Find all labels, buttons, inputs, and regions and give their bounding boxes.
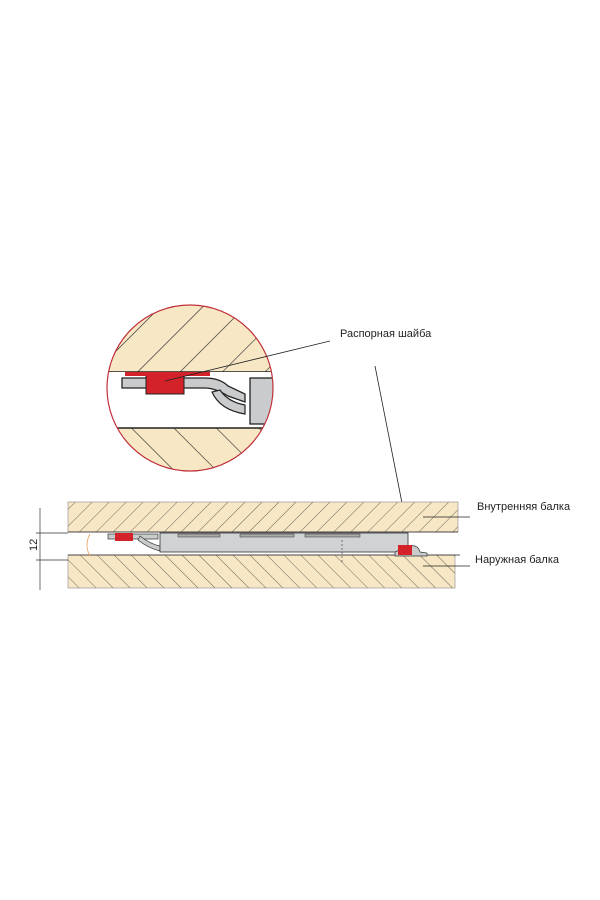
detail-hinge-body	[249, 377, 273, 425]
svg-text:12: 12	[28, 539, 40, 551]
outer-beam	[67, 554, 456, 589]
label-spacer-washer: Распорная шайба	[340, 328, 432, 340]
dimension-12: 12	[28, 508, 68, 590]
detail-inner-beam	[107, 305, 273, 372]
inner-beam	[67, 501, 459, 533]
label-inner-beam: Внутренняя балка	[477, 501, 571, 513]
detail-magnifier	[107, 305, 273, 471]
spacer-washer	[145, 373, 185, 395]
spacer-washer-right	[398, 545, 412, 555]
spacer-washer-left	[115, 533, 133, 541]
detail-outer-beam	[107, 428, 273, 471]
hinge-mechanism	[107, 532, 428, 562]
label-outer-beam: Наружная балка	[475, 554, 560, 566]
